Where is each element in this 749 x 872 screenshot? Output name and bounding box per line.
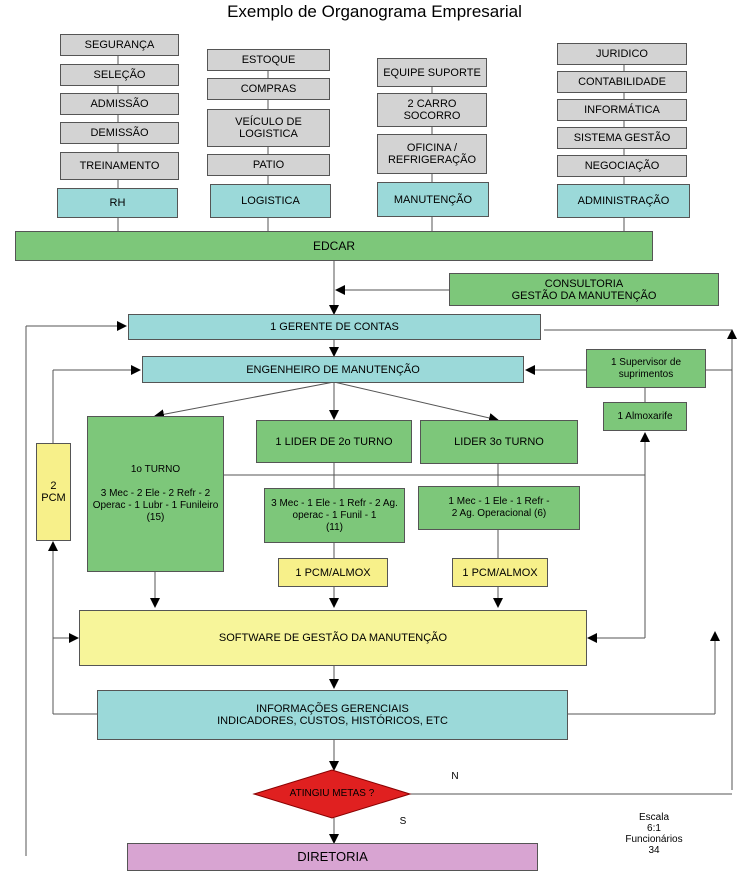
negociacao-box: NEGOCIAÇÃO <box>557 155 687 177</box>
demissao-box: DEMISSÃO <box>60 122 179 144</box>
gerente-contas-box: 1 GERENTE DE CONTAS <box>128 314 541 340</box>
compras-box: COMPRAS <box>207 78 330 100</box>
selecao-box: SELEÇÃO <box>60 64 179 86</box>
logistica-box: LOGISTICA <box>210 184 331 218</box>
atingiu-metas-label: ATINGIU METAS ? <box>289 788 375 799</box>
engenheiro-box: ENGENHEIRO DE MANUTENÇÃO <box>142 356 524 383</box>
patio-box: PATIO <box>207 154 330 176</box>
label-nao: N <box>451 771 459 782</box>
treinamento-box: TREINAMENTO <box>60 152 179 180</box>
rh-box: RH <box>57 188 178 218</box>
almoxarife-box: 1 Almoxarife <box>603 402 687 431</box>
contabilidade-box: CONTABILIDADE <box>557 71 687 93</box>
informacoes-gerenciais-box: INFORMAÇÕES GERENCIAIS INDICADORES, CUST… <box>97 690 568 740</box>
diretoria-box: DIRETORIA <box>127 843 538 871</box>
pcm-almox-2-box: 1 PCM/ALMOX <box>278 558 388 587</box>
pcm-almox-3-box: 1 PCM/ALMOX <box>452 558 548 587</box>
equipe-segundo-turno-box: 3 Mec - 1 Ele - 1 Refr - 2 Ag. operac - … <box>264 488 405 543</box>
equipe-terceiro-turno-box: 1 Mec - 1 Ele - 1 Refr - 2 Ag. Operacion… <box>418 486 580 530</box>
estoque-box: ESTOQUE <box>207 49 330 71</box>
software-gestao-box: SOFTWARE DE GESTÃO DA MANUTENÇÃO <box>79 610 587 666</box>
lider-terceiro-turno-box: LIDER 3o TURNO <box>420 420 578 464</box>
escala-note: Escala 6:1 Funcionários 34 <box>625 812 683 856</box>
diagram-title: Exemplo de Organograma Empresarial <box>227 2 522 21</box>
seguranca-box: SEGURANÇA <box>60 34 179 56</box>
oficina-refrigeracao-box: OFICINA / REFRIGERAÇÃO <box>377 134 487 174</box>
juridico-box: JURIDICO <box>557 43 687 65</box>
veiculo-logistica-box: VEÍCULO DE LOGISTICA <box>207 109 330 147</box>
administracao-box: ADMINISTRAÇÃO <box>557 184 690 218</box>
manutencao-box: MANUTENÇÃO <box>377 182 489 217</box>
pcm-box: 2 PCM <box>36 443 71 541</box>
admissao-box: ADMISSÃO <box>60 93 179 115</box>
informatica-box: INFORMÁTICA <box>557 99 687 121</box>
supervisor-suprimentos-box: 1 Supervisor de suprimentos <box>586 349 706 388</box>
primeiro-turno-box: 1o TURNO 3 Mec - 2 Ele - 2 Refr - 2 Oper… <box>87 416 224 572</box>
equipe-suporte-box: EQUIPE SUPORTE <box>377 58 487 87</box>
sistema-gestao-box: SISTEMA GESTÃO <box>557 127 687 149</box>
label-sim: S <box>399 816 407 827</box>
consultoria-box: CONSULTORIA GESTÃO DA MANUTENÇÃO <box>449 273 719 306</box>
lider-segundo-turno-box: 1 LIDER DE 2o TURNO <box>256 420 412 463</box>
edcar-box: EDCAR <box>15 231 653 261</box>
carro-socorro-box: 2 CARRO SOCORRO <box>377 93 487 127</box>
decision-diamond <box>252 769 412 819</box>
